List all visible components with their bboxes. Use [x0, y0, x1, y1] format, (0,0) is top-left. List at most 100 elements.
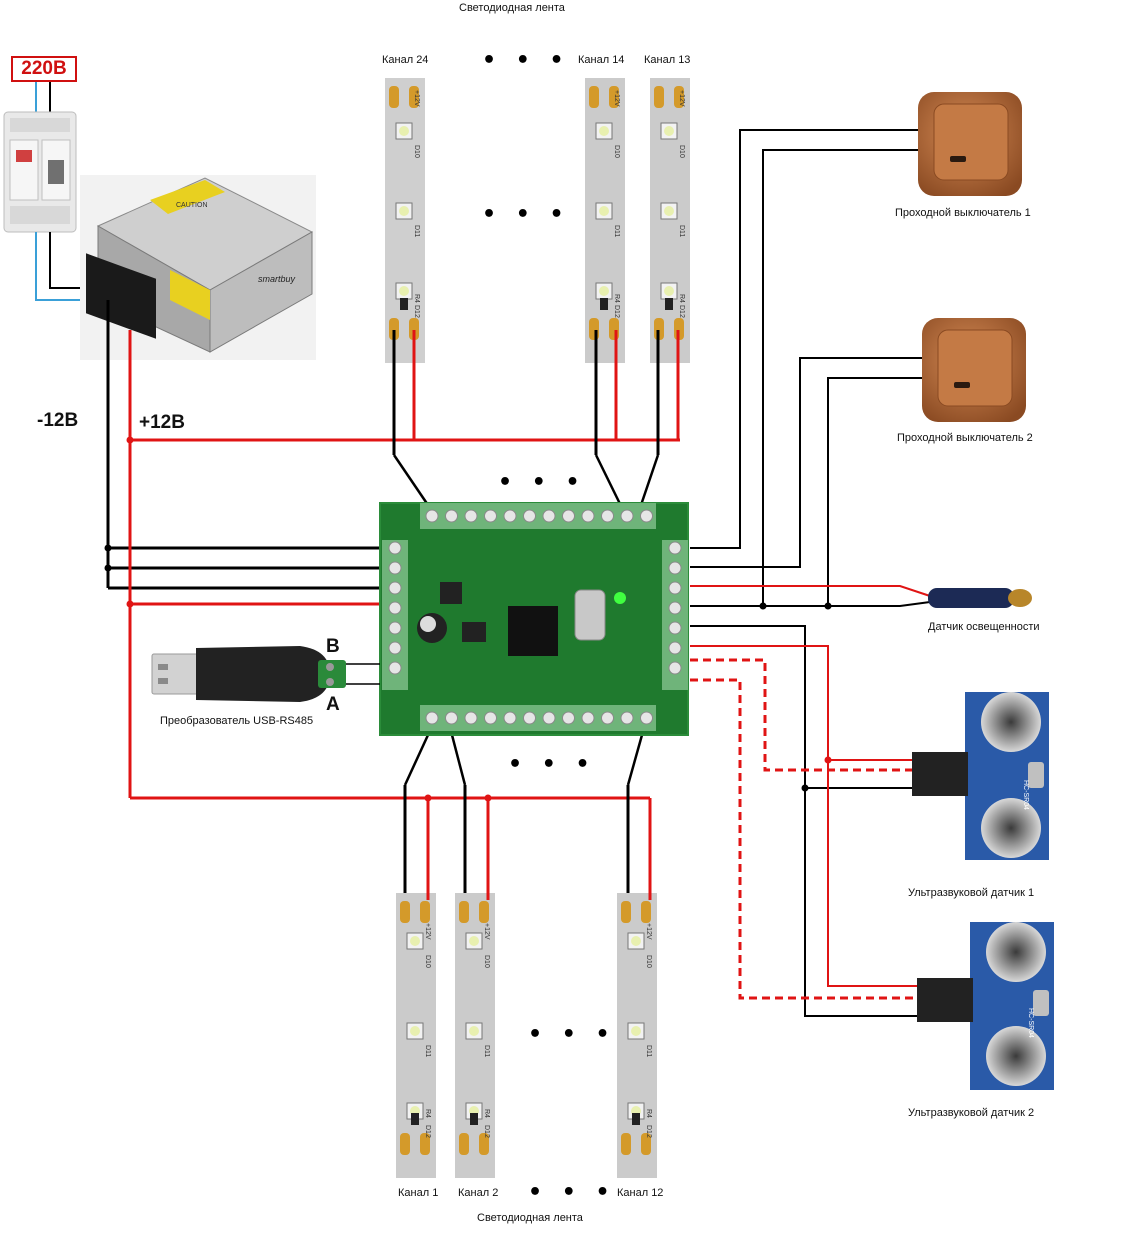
channel-12-label: Канал 12: [617, 1187, 664, 1199]
led-emitter: [631, 1026, 641, 1036]
terminal-screw: [562, 711, 575, 725]
terminal-screw: [668, 541, 682, 555]
led-label: D11: [678, 225, 685, 237]
ellipsis-bottom-board: • • •: [508, 752, 596, 777]
strip-bottom-label: Светодиодная лента: [477, 1212, 583, 1224]
terminal-screw: [668, 661, 682, 675]
led-label: D10: [424, 955, 431, 968]
terminal-screw: [640, 509, 653, 523]
strip-pad: [479, 1133, 489, 1155]
terminal-screw: [445, 509, 458, 523]
led-label: D10: [645, 955, 652, 968]
terminal-screw: [503, 509, 517, 523]
strip-pad: [641, 1133, 651, 1155]
channel-14-label: Канал 14: [578, 54, 625, 66]
terminal-screw: [668, 621, 682, 635]
terminal-screw: [388, 661, 402, 675]
switch-2-label: Проходной выключатель 2: [897, 432, 1033, 444]
terminal-screw: [445, 711, 458, 725]
terminal-screw: [601, 711, 614, 725]
power-supply: [80, 175, 316, 360]
led-label: D12: [645, 1125, 652, 1138]
plus12-print: +12V: [413, 90, 420, 107]
strip-pad: [389, 318, 399, 340]
strip-pad: [479, 901, 489, 923]
led-emitter: [410, 1026, 420, 1036]
led-label: D12: [678, 305, 685, 318]
circuit-breaker: [3, 82, 77, 233]
terminal-screw: [464, 509, 478, 523]
plus12-print: +12V: [678, 90, 685, 107]
strip-pad: [589, 86, 599, 108]
resistor-r4: [600, 298, 608, 310]
switch-1-label: Проходной выключатель 1: [895, 207, 1031, 219]
led-emitter: [664, 206, 674, 216]
terminal-screw: [484, 711, 497, 725]
led-label: D10: [483, 955, 490, 968]
light-sensor: [928, 588, 1032, 608]
ellipsis-bottom-labels: • • •: [528, 1180, 616, 1205]
led-label: D10: [613, 145, 620, 158]
minus-12v-label: -12В: [37, 410, 79, 431]
psu-caution: CAUTION: [176, 202, 208, 209]
resistor-label: R4: [483, 1109, 490, 1118]
led-label: D12: [413, 305, 420, 318]
terminal-screw: [464, 711, 478, 725]
switch-1: [918, 92, 1022, 196]
led-emitter: [631, 936, 641, 946]
led-label: D12: [424, 1125, 431, 1138]
strip-pad: [641, 901, 651, 923]
led-emitter: [469, 936, 479, 946]
terminal-screw: [668, 641, 682, 655]
plus12-print: +12V: [613, 90, 620, 107]
strip-pad: [674, 86, 684, 108]
controller-board: [379, 502, 689, 736]
channel-13-label: Канал 13: [644, 54, 691, 66]
led-label: D11: [413, 225, 420, 237]
terminal-screw: [425, 711, 439, 725]
led-emitter: [664, 126, 674, 136]
led-emitter: [469, 1026, 479, 1036]
positive-bus: [128, 330, 680, 800]
terminal-screw: [388, 581, 402, 595]
strip-pad: [621, 1133, 631, 1155]
led-label: D12: [613, 305, 620, 318]
led-label: D12: [483, 1125, 490, 1138]
usb-converter-label: Преобразователь USB-RS485: [160, 715, 314, 727]
terminal-screw: [388, 561, 402, 575]
ultrasonic-sensor-2: [917, 922, 1054, 1090]
resistor-r4: [411, 1113, 419, 1125]
bus-a-label: A: [326, 694, 340, 715]
ultrasonic-1-label: Ультразвуковой датчик 1: [908, 887, 1035, 899]
terminal-screw: [668, 561, 682, 575]
terminal-screw: [484, 509, 497, 523]
terminal-screw: [668, 601, 682, 615]
terminal-screw: [425, 509, 439, 523]
terminal-screw: [562, 509, 575, 523]
terminal-screw: [542, 509, 556, 523]
board-terminals: [388, 509, 682, 725]
led-label: D11: [613, 225, 620, 237]
terminal-screw: [388, 541, 402, 555]
strip-pad: [420, 1133, 430, 1155]
led-label: D10: [678, 145, 685, 158]
strip-top-label: Светодиодная лента: [459, 2, 565, 14]
led-emitter: [599, 286, 609, 296]
sensor-model-2: HC-SR04: [1027, 1008, 1034, 1038]
strip-pad: [400, 1133, 410, 1155]
plus12-print: +12V: [645, 923, 652, 940]
resistor-r4: [665, 298, 673, 310]
strip-pad: [400, 901, 410, 923]
led-label: D11: [483, 1045, 490, 1057]
led-emitter: [599, 206, 609, 216]
terminal-screw: [523, 509, 536, 523]
channel-1-label: Канал 1: [398, 1187, 439, 1199]
light-sensor-label: Датчик освещенности: [928, 621, 1040, 633]
resistor-label: R4: [645, 1109, 652, 1118]
led-emitter: [664, 286, 674, 296]
terminal-screw: [388, 601, 402, 615]
resistor-r4: [470, 1113, 478, 1125]
plus12-print: +12V: [483, 923, 490, 940]
led-strip-channel-24: [385, 78, 425, 363]
strip-pad: [420, 901, 430, 923]
